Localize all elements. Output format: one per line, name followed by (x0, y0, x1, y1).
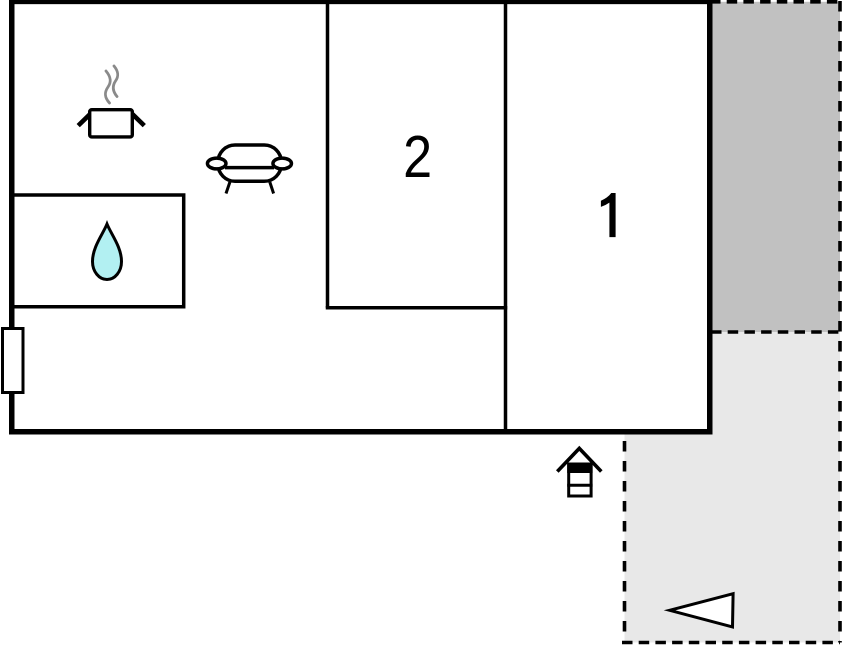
svg-text:2: 2 (403, 124, 432, 190)
